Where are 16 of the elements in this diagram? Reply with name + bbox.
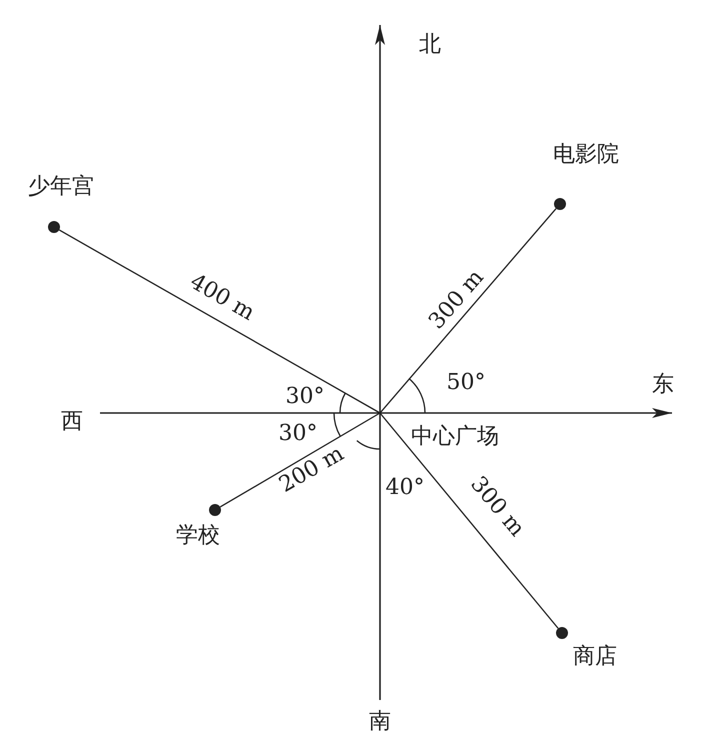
connector-line [58,229,380,414]
angle-label: 30° [286,384,324,410]
place-name: 少年宫 [28,174,94,200]
place-name: 商店 [573,644,617,670]
angle-label: 50° [446,370,486,396]
direction-label: 北 [419,32,441,58]
connector-line [220,412,380,508]
angle-label: 40° [386,475,424,501]
direction-label: 南 [369,709,391,735]
connector-line [380,412,559,629]
place-name: 学校 [176,523,220,549]
connector-line [380,208,557,414]
direction-label: 西 [61,409,83,435]
place-name: 电影院 [553,142,619,168]
direction-label: 东 [652,372,674,398]
place-name: 中心广场 [411,424,499,450]
